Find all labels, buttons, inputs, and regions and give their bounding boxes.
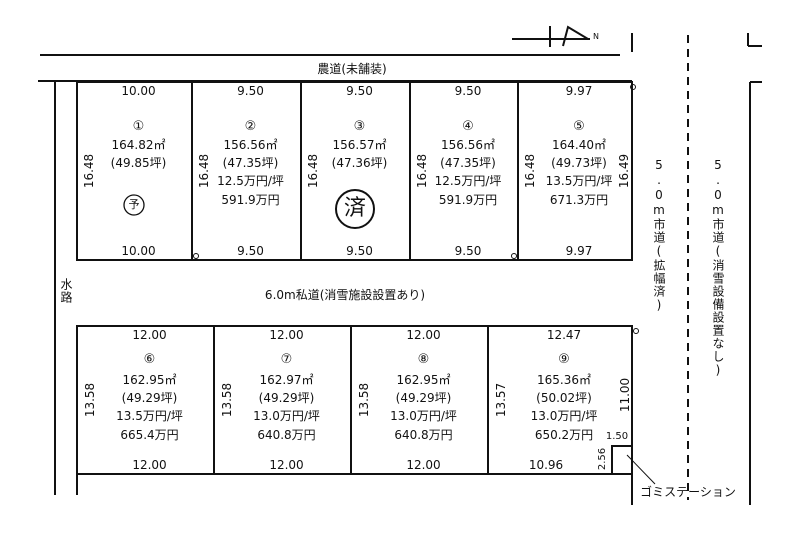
lot-area: 156.56㎡ [223, 138, 278, 152]
lot-price-total: 665.4万円 [120, 428, 179, 442]
far-east-city-road-label: 5.0m市道(消雪設備設置なし) [711, 158, 725, 378]
lot-tsubo: (50.02坪) [536, 391, 592, 405]
garbage-height: 2.56 [597, 447, 608, 471]
lot-side-length: 16.48 [306, 153, 320, 189]
lot-bottom-width: 12.00 [406, 458, 441, 472]
lot-price-per-tsubo: 13.0万円/坪 [253, 409, 320, 423]
lot-bottom-width: 10.00 [121, 244, 156, 258]
lot-tsubo: (47.35坪) [440, 156, 496, 170]
water-channel-label: 水路 [59, 278, 73, 304]
reserved-mark-icon [123, 194, 145, 216]
lot-side-length: 16.48 [415, 153, 429, 189]
lot-top-width: 12.00 [132, 328, 167, 342]
lot-side-length: 13.58 [220, 382, 234, 418]
lot-bottom-width: 12.00 [132, 458, 167, 472]
lot-bottom-width: 12.00 [269, 458, 304, 472]
lot-bottom-width: 9.50 [454, 244, 482, 258]
lot-top-width: 9.97 [565, 84, 593, 98]
lot-price-total: 640.8万円 [257, 428, 316, 442]
lot-bottom-width: 9.50 [237, 244, 264, 258]
lot-area: 165.36㎡ [537, 373, 591, 387]
garbage-station-label: ゴミステーション [640, 485, 736, 499]
lot-number: ⑧ [417, 352, 430, 367]
lot-area: 156.56㎡ [441, 138, 495, 152]
lot-tsubo: (49.85坪) [110, 156, 167, 170]
lot-price-per-tsubo: 13.0万円/坪 [530, 409, 598, 423]
lot-tsubo: (49.29坪) [258, 391, 315, 405]
lot-side-length: 13.58 [83, 382, 97, 418]
lot-tsubo: (49.29坪) [395, 391, 452, 405]
lot-number: ① [132, 119, 145, 134]
lot-area: 156.57㎡ [332, 138, 387, 152]
lot-number: ④ [462, 119, 474, 134]
lot-area: 164.40㎡ [552, 138, 606, 152]
north-road-label: 農道(未舗装) [317, 62, 387, 76]
sold-mark: 済 [343, 196, 367, 221]
lot-side-length: 16.48 [197, 153, 211, 189]
lot-top-width: 9.50 [346, 84, 373, 98]
lot-bottom-width: 9.50 [346, 244, 373, 258]
lot-top-width: 9.50 [237, 84, 264, 98]
lot-number: ⑦ [280, 352, 293, 367]
lot-number: ⑥ [143, 352, 156, 367]
lot-side-length: 13.58 [357, 382, 371, 418]
lot-price-total: 671.3万円 [549, 193, 609, 207]
lot-top-width: 12.00 [269, 328, 304, 342]
lot-price-per-tsubo: 12.5万円/坪 [434, 174, 502, 188]
lot-price-total: 640.8万円 [394, 428, 453, 442]
lot-price-per-tsubo: 13.0万円/坪 [390, 409, 457, 423]
lot-area: 162.95㎡ [122, 373, 177, 387]
lot-bottom-width: 9.97 [565, 244, 593, 258]
compass-label: N [593, 32, 599, 41]
sold-mark-icon [335, 189, 375, 229]
lot-area: 162.95㎡ [396, 373, 451, 387]
lot-number: ⑨ [558, 352, 570, 367]
lot-price-total: 591.9万円 [438, 193, 498, 207]
compass-icon [512, 25, 590, 47]
east-city-road-label: 5.0m市道(拡幅済) [652, 158, 666, 313]
lot-number: ⑤ [573, 119, 585, 134]
lot-price-total: 591.9万円 [221, 193, 280, 207]
lot-bottom-width: 10.96 [528, 458, 564, 472]
lot-tsubo: (47.35坪) [222, 156, 279, 170]
lot-tsubo: (49.73坪) [551, 156, 607, 170]
lot-number: ② [244, 119, 257, 134]
reserved-mark: 予 [128, 198, 140, 211]
lot-top-width: 10.00 [121, 84, 156, 98]
lot-area: 164.82㎡ [111, 138, 166, 152]
lot-area: 162.97㎡ [259, 373, 314, 387]
lot-side-length: 16.48 [523, 153, 537, 189]
lot-number: ③ [353, 119, 366, 134]
lot-tsubo: (47.36坪) [331, 156, 388, 170]
lot-side-length: 13.57 [494, 382, 508, 418]
lot-price-per-tsubo: 13.5万円/坪 [116, 409, 183, 423]
lot-price-total: 650.2万円 [534, 428, 594, 442]
lot-right-side-length: 11.00 [618, 377, 632, 413]
lot-price-per-tsubo: 13.5万円/坪 [545, 174, 613, 188]
lot-top-width: 12.47 [546, 328, 582, 342]
lot-right-side-length: 16.49 [617, 153, 631, 189]
lot-side-length: 16.48 [82, 153, 96, 189]
private-road-label: 6.0m私道(消雪施設設置あり) [264, 288, 426, 302]
lot-price-per-tsubo: 12.5万円/坪 [217, 174, 284, 188]
lot-tsubo: (49.29坪) [121, 391, 178, 405]
lot-top-width: 9.50 [454, 84, 482, 98]
lot-top-width: 12.00 [406, 328, 441, 342]
garbage-width: 1.50 [605, 431, 629, 442]
